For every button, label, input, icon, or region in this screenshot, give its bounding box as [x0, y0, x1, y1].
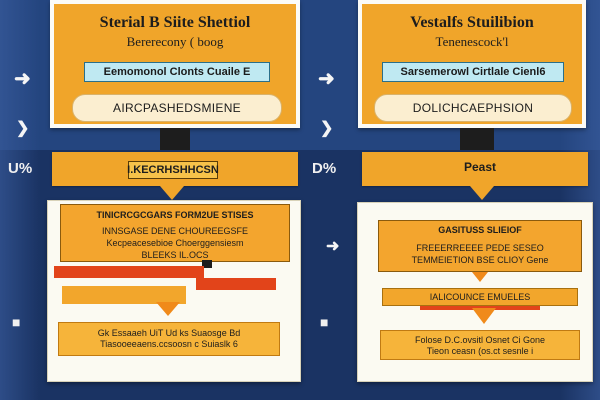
left-block-line4: BLEEKS IL.OCS	[141, 250, 209, 260]
left-mid-arrow-icon: ❯	[16, 120, 30, 137]
left-block-line3: Kecpeacesebioe Choerggensiesm	[106, 238, 244, 248]
right-pill: DOLICHCAEPHSION	[374, 94, 572, 122]
right-side-label: D%	[312, 160, 337, 177]
right-card-title: Vestalfs Stuilibion	[410, 14, 534, 31]
right-block-arrow-icon	[472, 272, 488, 282]
right-top-card: Vestalfs Stuilibion Tenenescock'l Sarsem…	[358, 0, 586, 128]
left-blue-label: Eemomonol Clonts Cuaile E	[84, 62, 270, 82]
left-note-arrow-icon	[156, 302, 180, 316]
right-bottom-marker-icon: ■	[320, 314, 329, 330]
left-block-line1: TINICRCGCGARS FORM2UE STISES	[96, 210, 254, 220]
right-connector-label: Peast	[463, 160, 497, 174]
left-block-line2: INNSGASE DENE CHOUREEGSFE	[101, 226, 249, 236]
right-card-arrow-icon: ➜	[326, 238, 340, 255]
left-card-subtitle: Bererecony ( boog	[126, 34, 224, 49]
right-note-line1: Folose D.C.ovsitl Osnet Ci Gone	[414, 335, 546, 345]
left-top-arrow-icon: ➜	[14, 68, 31, 90]
right-connector-bar	[362, 152, 588, 186]
right-mid-arrow-icon: ❯	[320, 120, 334, 137]
right-note-line2: Tieon ceasn (os.ct sesnle i	[426, 346, 534, 356]
left-note-block: Gk Essaaeh UiT Ud ks Suaosge Bd Tiasooee…	[58, 322, 280, 356]
left-red-bar	[54, 266, 204, 278]
left-connector-label: I.KECRHSHHCSN	[127, 161, 219, 179]
left-red-bar-2	[196, 278, 276, 290]
left-note-line1: Gk Essaaeh UiT Ud ks Suaosge Bd	[97, 328, 241, 338]
right-card-subtitle: Tenenescock'l	[435, 34, 509, 49]
left-plain-bar	[62, 286, 186, 304]
left-detail-block: TINICRCGCGARS FORM2UE STISES INNSGASE DE…	[60, 204, 290, 262]
right-note-arrow-icon	[472, 308, 496, 324]
right-down-arrow-icon	[470, 186, 494, 200]
left-top-card: Sterial B Siite Shettiol Bererecony ( bo…	[50, 0, 300, 128]
left-block-marker-icon	[202, 260, 212, 268]
right-block-line3: TEMMEIETION BSE CLIOY Gene	[411, 255, 549, 265]
right-block-line2: FREEERREEEE PEDE SESEO	[416, 243, 544, 253]
left-down-arrow-icon	[160, 186, 184, 200]
left-bottom-marker-icon: ■	[12, 314, 21, 330]
right-blue-label: Sarsemerowl Cirtlale Cienl6	[382, 62, 564, 82]
left-connector	[160, 128, 190, 150]
right-note-block: Folose D.C.ovsitl Osnet Ci Gone Tieon ce…	[380, 330, 580, 360]
right-connector	[460, 128, 494, 150]
left-note-line2: Tiasooeeaens.ccsoosn c Suiaslk 6	[100, 339, 238, 349]
right-block-line1: GASITUSS SLIEIOF	[438, 225, 522, 235]
left-card-title: Sterial B Siite Shettiol	[99, 14, 251, 31]
left-side-label: U%	[8, 160, 33, 177]
left-edge-glow	[0, 0, 40, 400]
right-plain-bar: IALICOUNCE EMUELES	[382, 288, 578, 306]
left-pill: AIRCPASHEDSMIENE	[72, 94, 282, 122]
right-top-arrow-icon: ➜	[318, 68, 335, 90]
right-detail-block: GASITUSS SLIEIOF FREEERREEEE PEDE SESEO …	[378, 220, 582, 272]
